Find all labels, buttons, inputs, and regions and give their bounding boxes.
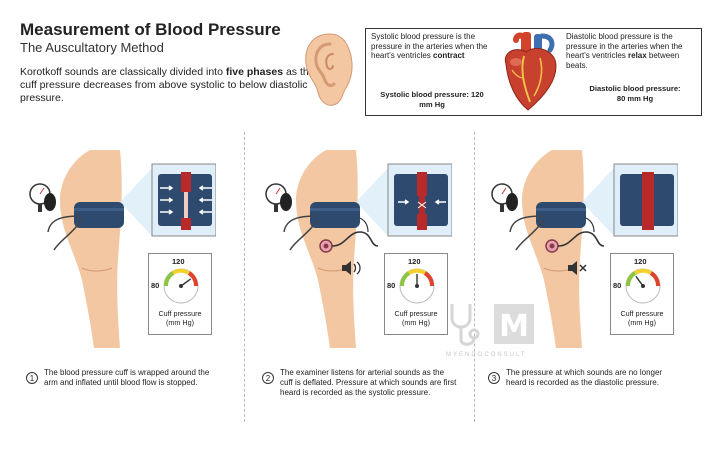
gauge-dial: [397, 266, 437, 306]
panel-divider: [474, 132, 475, 422]
diastolic-description: Diastolic blood pressure is the pressure…: [566, 32, 698, 70]
sphygmomanometer-icon: [30, 184, 56, 212]
step-number: 1: [26, 372, 38, 384]
sphygmomanometer-icon: [266, 184, 292, 212]
watermark-logo: M: [446, 300, 542, 350]
gauge-top-label: 120: [408, 257, 421, 266]
page-title: Measurement of Blood Pressure: [20, 20, 281, 40]
gauge-left-label: 80: [613, 281, 621, 290]
gauge-left-label: 80: [387, 281, 395, 290]
gauge-left-label: 80: [151, 281, 159, 290]
ear-icon: [300, 30, 356, 110]
panel-divider: [244, 132, 245, 422]
heart-icon: [494, 30, 566, 114]
page-subtitle: The Auscultatory Method: [20, 40, 164, 55]
step-number: 3: [488, 372, 500, 384]
systolic-description: Systolic blood pressure is the pressure …: [371, 32, 493, 61]
systolic-value-label: Systolic blood pressure: 120 mm Hg: [378, 90, 486, 109]
speaker-muted-icon: [566, 260, 590, 276]
watermark-letter: M: [499, 309, 529, 344]
stethoscope-watermark-icon: [452, 304, 478, 344]
step-number: 2: [262, 372, 274, 384]
step-caption: The examiner listens for arterial sounds…: [280, 368, 458, 398]
step-caption: The pressure at which sounds are no long…: [506, 368, 684, 388]
step-caption: The blood pressure cuff is wrapped aroun…: [44, 368, 222, 388]
gauge-caption: Cuff pressure(mm Hg): [384, 309, 448, 327]
watermark-text: MYENDOCONSULT: [446, 352, 527, 358]
gauge-dial: [623, 266, 663, 306]
speaker-icon: [340, 260, 364, 276]
gauge-dial: [161, 266, 201, 306]
gauge-caption: Cuff pressure(mm Hg): [148, 309, 212, 327]
gauge-top-label: 120: [634, 257, 647, 266]
sphygmomanometer-icon: [492, 184, 518, 212]
gauge-top-label: 120: [172, 257, 185, 266]
diastolic-value-label: Diastolic blood pressure: 80 mm Hg: [585, 84, 685, 103]
gauge-caption: Cuff pressure(mm Hg): [610, 309, 674, 327]
intro-text: Korotkoff sounds are classically divided…: [20, 66, 320, 105]
